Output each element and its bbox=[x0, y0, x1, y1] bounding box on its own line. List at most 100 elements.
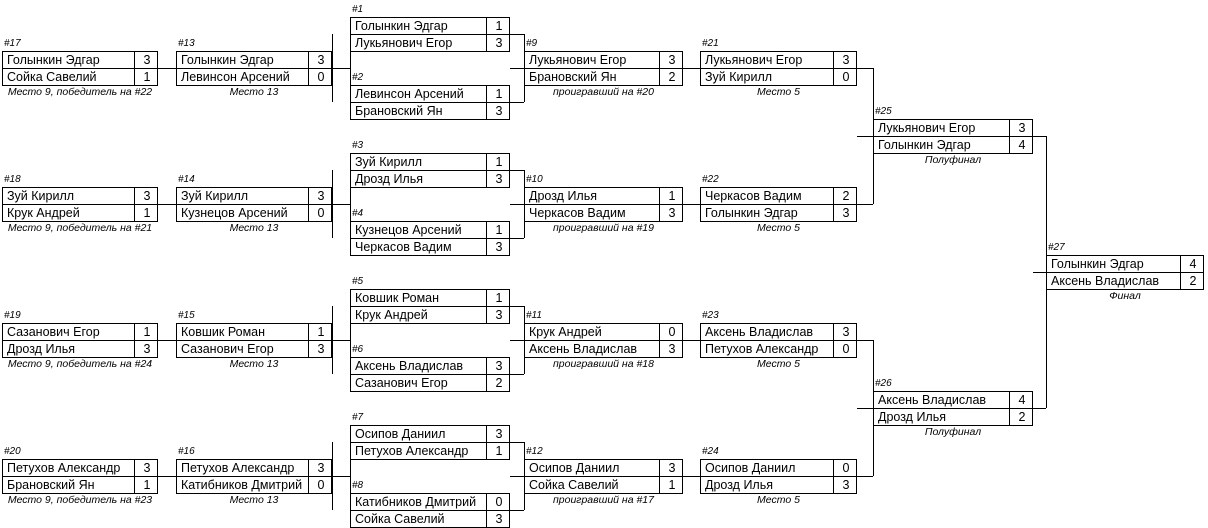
connector-line bbox=[350, 442, 351, 510]
player-name: Голынкин Эдгар bbox=[874, 137, 1010, 154]
player-name: Катибников Дмитрий bbox=[351, 494, 487, 510]
match-number: #3 bbox=[352, 140, 364, 151]
match-note: проигравший на #19 bbox=[552, 222, 654, 234]
player-score: 3 bbox=[668, 206, 676, 220]
match-number: #13 bbox=[178, 38, 195, 49]
match-note: Место 5 bbox=[757, 358, 800, 370]
player-score: 1 bbox=[495, 444, 503, 458]
player-score: 1 bbox=[143, 70, 151, 84]
match-number: #17 bbox=[4, 38, 21, 49]
player-score: 4 bbox=[1018, 138, 1026, 152]
player-name: Брановский Ян bbox=[525, 69, 660, 86]
connector-line bbox=[873, 408, 874, 476]
connector-line bbox=[524, 306, 525, 374]
player-score: 2 bbox=[668, 70, 676, 84]
player-name: Осипов Даниил bbox=[701, 460, 834, 476]
connector-line bbox=[350, 170, 351, 238]
connector-line bbox=[350, 34, 351, 102]
connector-line bbox=[158, 68, 176, 69]
player-row[interactable]: Брановский Ян 2 bbox=[525, 69, 682, 86]
connector-line bbox=[873, 340, 874, 408]
player-score: 3 bbox=[143, 52, 151, 67]
player-name: Дрозд Илья bbox=[525, 188, 660, 204]
player-name: Черкасов Вадим bbox=[351, 239, 487, 256]
connector-line bbox=[158, 340, 176, 341]
player-score: 3 bbox=[668, 460, 676, 475]
connector-line bbox=[510, 510, 524, 511]
connector-line bbox=[683, 476, 700, 477]
player-score: 3 bbox=[495, 512, 503, 526]
player-score: 3 bbox=[317, 52, 325, 67]
player-score: 0 bbox=[842, 70, 850, 84]
player-row[interactable]: Голынкин Эдгар 4 bbox=[874, 137, 1032, 154]
player-score: 3 bbox=[317, 460, 325, 475]
connector-line bbox=[332, 170, 333, 238]
player-name: Брановский Ян bbox=[351, 103, 487, 120]
player-name: Аксень Владислав bbox=[874, 392, 1010, 408]
player-score: 3 bbox=[317, 342, 325, 356]
